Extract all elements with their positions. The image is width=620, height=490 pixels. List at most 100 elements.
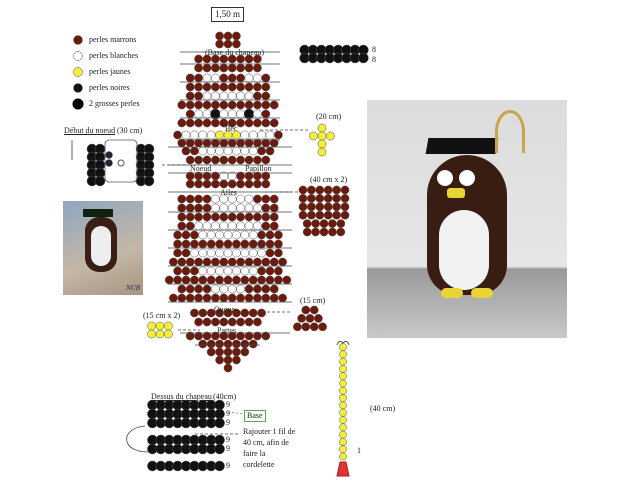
owl-bead: [244, 221, 254, 231]
owl-bead: [211, 293, 220, 303]
feet-bead: [240, 339, 250, 349]
owl-bead: [177, 221, 187, 231]
owl-bead: [198, 146, 208, 156]
owl-bead: [253, 203, 262, 213]
wing-bead: [328, 219, 337, 228]
tail-bead: [297, 314, 306, 323]
owl-bead: [274, 266, 283, 276]
owl-bead: [181, 275, 191, 285]
owl-bead: [190, 130, 199, 140]
cord-bead: [339, 445, 347, 454]
wing-bead: [328, 227, 337, 237]
owl-bead: [198, 275, 208, 285]
owl-bead: [185, 82, 195, 92]
photo-credit: NUB: [126, 284, 140, 292]
wing-bead: [332, 202, 341, 212]
owl-bead: [219, 100, 229, 110]
owl-bead: [248, 239, 258, 249]
owl-bead: [265, 275, 275, 285]
owl-bead: [219, 91, 229, 101]
label-dessus-chapeau: Dessus du chapeau: [151, 392, 212, 401]
owl-bead: [190, 275, 199, 285]
owl-bead: [261, 221, 271, 231]
owl-bead: [257, 308, 266, 318]
owl-bead: [232, 239, 241, 249]
owl-bead: [181, 130, 191, 140]
owl-bead: [211, 73, 220, 83]
owl-bead: [194, 179, 203, 189]
wing-bead: [340, 185, 350, 195]
owl-bead: [269, 118, 279, 128]
cord-bead: [339, 408, 347, 417]
feet-bead: [232, 339, 241, 349]
owl-bead: [244, 212, 254, 222]
owl-bead: [215, 248, 224, 258]
owl-bead: [219, 109, 229, 119]
owl-bead: [244, 91, 254, 101]
wing-bead: [298, 210, 308, 220]
legend-swatch: [73, 35, 83, 45]
owl-bead: [243, 108, 255, 120]
owl-bead: [240, 266, 250, 276]
owl-bead: [227, 221, 237, 231]
owl-bead: [173, 239, 182, 249]
owl-bead: [253, 257, 262, 267]
owl-bead: [194, 221, 203, 231]
owl-bead: [261, 91, 271, 101]
label-bec-length: (20 cm): [316, 112, 342, 121]
owl-bead: [236, 82, 245, 92]
owl-bead: [185, 155, 195, 165]
owl-bead: [202, 63, 212, 73]
owl-bead: [232, 248, 241, 258]
owl-bead: [236, 100, 245, 110]
owl-bead: [194, 100, 203, 110]
hat-top-bead: [214, 460, 225, 472]
owl-bead: [185, 91, 195, 101]
wing-bead: [336, 219, 346, 228]
owl-bead: [215, 39, 224, 49]
owl-bead: [202, 194, 212, 204]
owl-bead: [253, 73, 262, 83]
hat-top-bead: [214, 434, 225, 446]
owl-bead: [253, 109, 262, 119]
owl-bead: [236, 194, 245, 204]
owl-bead: [202, 100, 212, 110]
owl-bead: [185, 194, 195, 204]
owl-bead: [181, 230, 191, 240]
legend-label: perles jaunes: [89, 67, 131, 76]
owl-bead: [269, 293, 279, 303]
owl-bead: [261, 212, 271, 222]
beak-bead: [317, 123, 327, 133]
owl-bead: [185, 257, 195, 267]
owl-bead: [240, 275, 250, 285]
beak-bead: [317, 131, 327, 141]
owl-bead: [202, 293, 212, 303]
label-debut-noeud-length: (30 cm): [117, 126, 143, 135]
knot-bead: [105, 151, 113, 159]
owl-bead: [236, 155, 245, 165]
beak-bead: [317, 139, 327, 149]
wing-bead: [307, 194, 316, 203]
owl-bead: [206, 239, 216, 249]
owl-bead: [198, 130, 208, 140]
owl-bead: [185, 212, 195, 222]
cord-bead: [339, 423, 347, 432]
strip-count-1: 8: [372, 45, 376, 54]
owl-bead: [185, 118, 195, 128]
tail-bead: [293, 322, 302, 332]
queue-bead: [244, 317, 254, 327]
owl-bead: [194, 91, 203, 101]
owl-bead: [253, 194, 262, 204]
feet-bead: [223, 347, 233, 357]
owl-bead: [177, 257, 187, 267]
owl-bead: [202, 212, 212, 222]
wing-bead: [340, 210, 350, 220]
owl-bead: [190, 266, 199, 276]
owl-bead: [227, 203, 237, 213]
feet-bead: [223, 339, 233, 349]
wing-bead: [332, 210, 341, 220]
cord-bead: [339, 386, 347, 395]
owl-bead: [190, 308, 199, 318]
owl-bead: [253, 118, 262, 128]
